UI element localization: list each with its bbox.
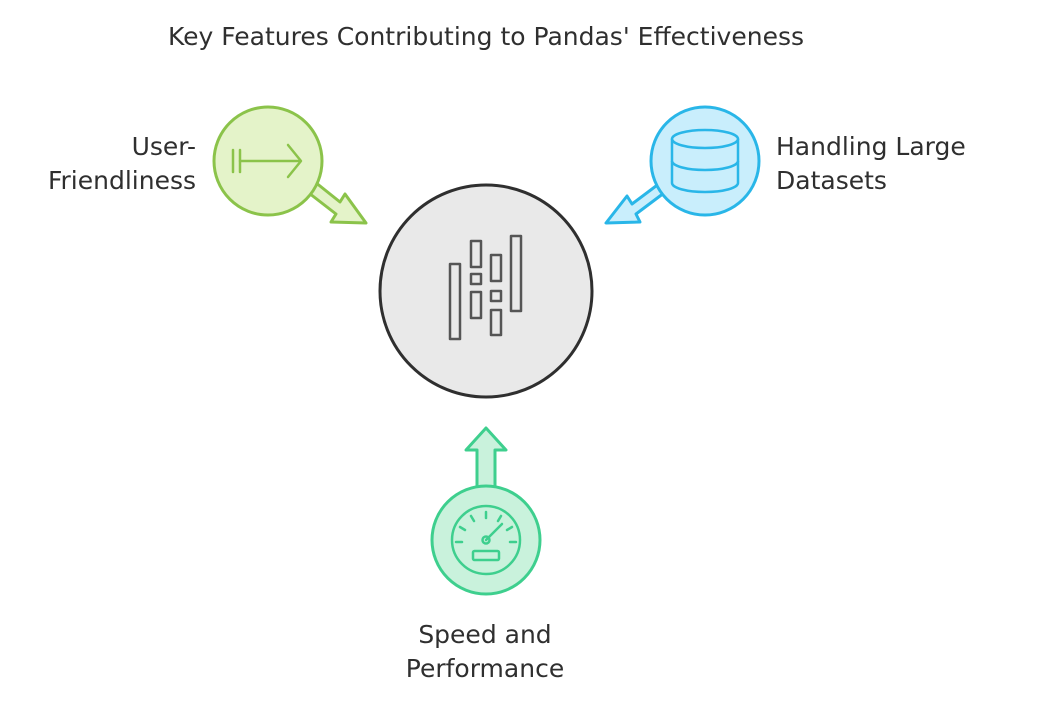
center-hub bbox=[378, 183, 594, 399]
speedometer-icon bbox=[450, 504, 522, 576]
label-user-friendliness: User- Friendliness bbox=[47, 132, 196, 195]
node-user-friendliness bbox=[212, 105, 324, 217]
node-speed-and-performance bbox=[430, 484, 542, 596]
node-handling-large-datasets bbox=[649, 105, 761, 217]
diagram-title: Key Features Contributing to Pandas' Eff… bbox=[168, 22, 804, 51]
label-speed-and-performance: Speed and Performance bbox=[405, 620, 565, 683]
bar-chart-icon bbox=[448, 234, 523, 341]
arrow-speed-and-performance bbox=[464, 426, 508, 492]
arrow-right-to-bar-icon bbox=[231, 143, 303, 179]
label-handling-large-datasets: Handling Large Datasets bbox=[776, 132, 966, 195]
database-icon bbox=[670, 128, 740, 194]
